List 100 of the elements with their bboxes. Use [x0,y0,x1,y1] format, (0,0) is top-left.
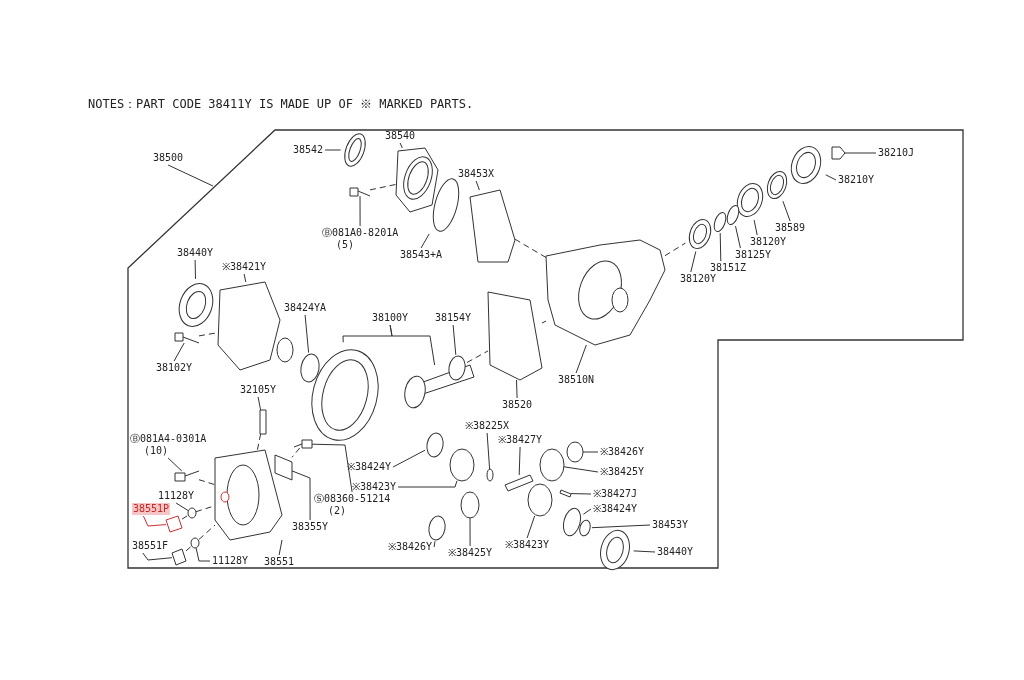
leader-line [575,344,587,374]
leader-line [825,174,837,181]
seal-drawing [579,519,591,537]
leader-line [167,457,183,472]
part-number: 38589 [775,222,806,234]
leader-line [359,195,361,227]
plate-drawing [274,454,293,481]
part-number: Ⓑ081A4-0301A [130,433,207,445]
leader-line [392,449,426,468]
part-number: 38543+A [400,249,443,261]
part-number: 11128Y [212,555,249,567]
part-number: 38542 [293,144,324,156]
leader-line [753,219,758,236]
part-number: 38453X [458,168,495,180]
part-number: ※38425Y [448,547,493,559]
stud-drawing [259,409,267,435]
part-number: ※38425Y [600,466,645,478]
leader-line [591,524,651,529]
ring-gear-drawing [311,349,379,441]
part-number: ※38423Y [352,481,397,493]
leader-line [324,149,342,151]
washer-drawing [566,441,584,463]
flange-drawing [395,147,439,213]
leader-line [142,515,167,527]
part-number: 38440Y [177,247,214,259]
part-number: 38520 [502,399,533,411]
part-number: 38510N [558,374,595,386]
bearing-drawing [600,529,630,571]
part-number: 38500 [153,152,184,164]
washer-drawing [187,507,197,519]
washer-drawing [428,515,446,541]
leader-line [486,432,491,470]
washer-drawing [190,537,200,549]
part-number: 38100Y [372,312,409,324]
leader-line [311,443,353,493]
part-number: ※38426Y [388,541,433,553]
pin-drawing [559,489,572,498]
note-text: NOTES：PART CODE 38411Y IS MADE UP OF ※ MARKED PARTS. [88,98,474,110]
part-number: 38120Y [680,273,717,285]
quantity-note: (2) [327,505,348,517]
assembly-line [369,183,397,191]
plug-drawing [165,515,183,533]
assembly-line [466,350,489,363]
assembly-line [541,320,547,324]
part-number: ※38427J [593,488,638,500]
leader-line [570,493,592,495]
seal-drawing [766,171,788,199]
bolt-drawing [174,470,200,482]
leader-line [452,324,457,356]
part-number: 11128Y [158,490,195,502]
bolt-drawing [293,439,313,449]
part-number: Ⓑ081A0-8201A [322,227,399,239]
leader-line [582,451,599,453]
shim-drawing [726,204,740,226]
part-number: ※38421Y [222,261,267,273]
leader-line [175,502,189,511]
nut-drawing [831,146,846,160]
part-number: 38120Y [750,236,787,248]
washer-drawing [300,353,320,383]
part-number: 38125Y [735,249,772,261]
leader-line [469,517,471,547]
washer-drawing [562,507,582,537]
leader-line [142,552,173,561]
leader-line [563,466,599,473]
part-number: 38102Y [156,362,193,374]
part-number: 38151Z [710,262,747,274]
leader-line [195,547,211,562]
washer-drawing [426,432,444,458]
part-number: ※38427Y [498,434,543,446]
cover-drawing [214,449,283,541]
leader-line [433,540,436,548]
bolt-drawing [349,187,371,197]
part-number: 38551P [132,503,171,515]
part-number: 38551F [132,540,169,552]
leader-line [173,342,185,362]
assembly-line [185,546,192,552]
assembly-line [514,238,547,258]
assembly-line [198,479,216,486]
leader-line [690,251,697,273]
part-number: 32105Y [240,384,277,396]
leader-line [782,200,791,222]
shaft-drawing [504,474,534,492]
leader-line [719,232,722,262]
leader-line [389,324,436,366]
part-number: 38453Y [652,519,689,531]
assembly-line [181,514,189,520]
part-number: ※38423Y [505,539,550,551]
part-number: ※38426Y [600,446,645,458]
leader-line [399,142,403,149]
part-number: ※38225X [465,420,510,432]
gasket-drawing [469,189,516,263]
leader-line [278,539,283,556]
leader-line [397,480,458,488]
leader-line [582,508,592,515]
leader-line [518,446,521,476]
gear-drawing [460,491,480,519]
leader-line [420,233,430,249]
leader-line [243,273,247,283]
bearing-drawing [736,183,764,217]
quantity-note: (10) [143,445,170,457]
